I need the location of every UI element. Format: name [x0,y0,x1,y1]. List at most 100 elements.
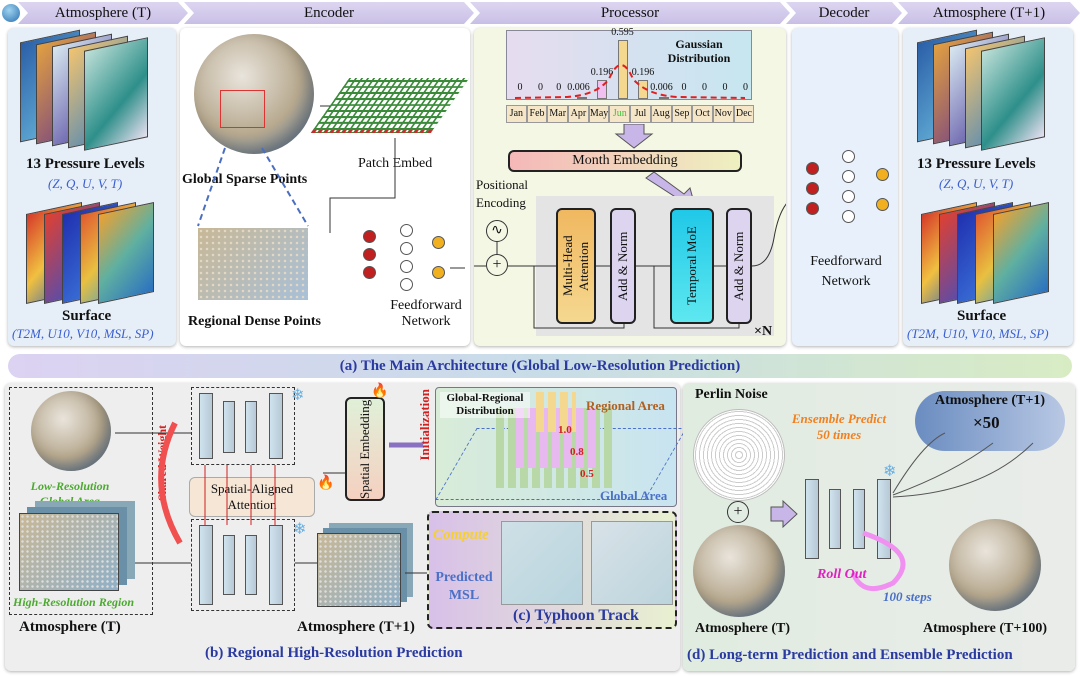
month-cell: Apr [568,105,589,123]
low-res-globe [31,391,111,471]
upper-cube-4 [269,393,283,459]
month-cell: Aug [650,105,672,123]
atm-t-globe-d [693,525,785,617]
gaussian-value-label: 0.006 [650,82,673,93]
typhoon-track-label: (c) Typhoon Track [513,607,639,624]
encoder-connectors [197,105,465,269]
gaussian-bar [617,40,628,99]
lower-cube-4 [269,525,283,605]
output-pressure-title: 13 Pressure Levels [917,156,1036,172]
upper-cube-1 [199,393,213,459]
add-icon: + [486,254,508,276]
output-surface-vars: (T2M, U10, V10, MSL, SP) [907,326,1049,341]
steps-label: 100 steps [883,589,932,604]
output-surface-title: Surface [957,308,1007,324]
high-res-label: High-Resolution Region [13,595,135,609]
upper-cube-2 [223,401,235,453]
output-cloud [915,391,1065,451]
surface-title: Surface [62,308,112,324]
yellow-columns [536,392,576,432]
month-cell: Jan [506,105,527,123]
month-cell: Nov [712,105,734,123]
global-globe [194,34,314,154]
atm-t-label-d: Atmosphere (T) [695,621,791,636]
output-stack-b [317,533,401,607]
gaussian-value-label: 0 [517,82,523,93]
longterm-panel: Perlin Noise + Atmosphere (T) Ensemble P… [683,383,1075,671]
region-box [220,90,265,128]
value-2: 0.8 [570,446,584,458]
header-atmosphere-t: Atmosphere (T) [18,2,188,24]
typhoon-map-2 [591,521,673,605]
regional-panel: Low-Resolution Global Area High-Resoluti… [5,383,687,671]
longterm-connectors [850,432,1034,592]
compute-label: Compute [433,527,489,543]
gaussian-value-label: 0.595 [611,27,634,39]
month-cell: Feb [526,105,548,123]
gaussian-value-label: 0 [743,82,748,93]
gaussian-value-label: 0 [722,82,728,93]
gaussian-value-label: 0.196 [631,66,655,78]
pressure-vars: (Z, Q, U, V, T) [48,176,123,191]
ensemble-label: Ensemble Predict 50 times [791,411,887,442]
input-dashed-box [9,387,153,615]
upper-cube-3 [245,401,257,453]
fire-icon: 🔥 [317,476,335,491]
atm-t1-label-d: Atmosphere (T+1) [935,393,1045,408]
caption-d: (d) Long-term Prediction and Ensemble Pr… [687,647,1013,663]
value-3: 0.5 [580,468,594,480]
surface-vars: (T2M, U10, V10, MSL, SP) [12,326,154,341]
plus-icon: + [727,501,749,523]
sine-wave-icon: ∿ [486,220,508,242]
gaussian-value-label: 0.006 [567,82,590,93]
gaussian-bar [576,97,587,99]
gaussian-value-label: 0 [556,82,562,93]
month-embedding-box: Month Embedding [508,150,742,172]
caption-b: (b) Regional High-Resolution Prediction [205,645,463,661]
processor-connectors [474,203,786,329]
lower-cube-3 [245,535,257,595]
lower-encoder-box [191,519,295,611]
header-atmosphere-t1: Atmosphere (T+1) [898,2,1080,24]
positional-encoding-label: Positional Encoding [476,177,529,210]
header-encoder: Encoder [184,2,474,24]
gaussian-value-label: 0.196 [590,66,614,78]
gr-dist-label: Global-Regional Distribution [440,392,530,418]
perlin-noise-globe [693,409,785,501]
output-panel: 13 Pressure Levels (Z, Q, U, V, T) Surfa… [903,28,1073,346]
regional-connectors [115,421,427,574]
regional-area-label: Regional Area [586,398,665,413]
month-cell: Dec [733,105,755,123]
atm-t100-globe [949,519,1041,611]
logo-globe-icon [2,4,20,22]
month-cell: Oct [692,105,713,123]
gaussian-value-label: 0 [681,82,687,93]
month-cell: Jun [609,105,631,123]
typhoon-box: Compute Predicted MSL (c) Typhoon Track [427,511,677,629]
atm-t100-label: Atmosphere (T+100) [923,621,1047,636]
encoder-ffn-label: Feedforward Network [390,298,462,329]
output-pressure-vars: (Z, Q, U, V, T) [939,176,1014,191]
fire-icon-2: 🔥 [371,384,389,399]
input-panel: 13 Pressure Levels (Z, Q, U, V, T) Surfa… [8,28,176,346]
low-res-label: Low-Resolution Global Area [30,479,110,508]
regional-map [198,228,308,300]
model-cube-1 [805,479,819,559]
month-cell: May [588,105,610,123]
right-arrow-icon [770,499,798,529]
gaussian-curve [514,64,746,99]
month-cell: Sep [671,105,693,123]
snowflake-icon-3: ❄ [883,463,897,480]
upper-encoder-box [191,387,295,465]
lower-cube-1 [199,525,213,605]
gaussian-value-label: 0 [538,82,543,93]
value-1: 1.0 [558,424,572,436]
caption-a: (a) The Main Architecture (Global Low-Re… [8,354,1072,378]
gaussian-bar [658,97,669,99]
atm-t-label-b: Atmosphere (T) [19,619,121,635]
lower-cube-2 [223,535,235,595]
snowflake-icon-2: ❄ [293,521,307,538]
global-sparse-label: Global Sparse Points [182,172,308,187]
